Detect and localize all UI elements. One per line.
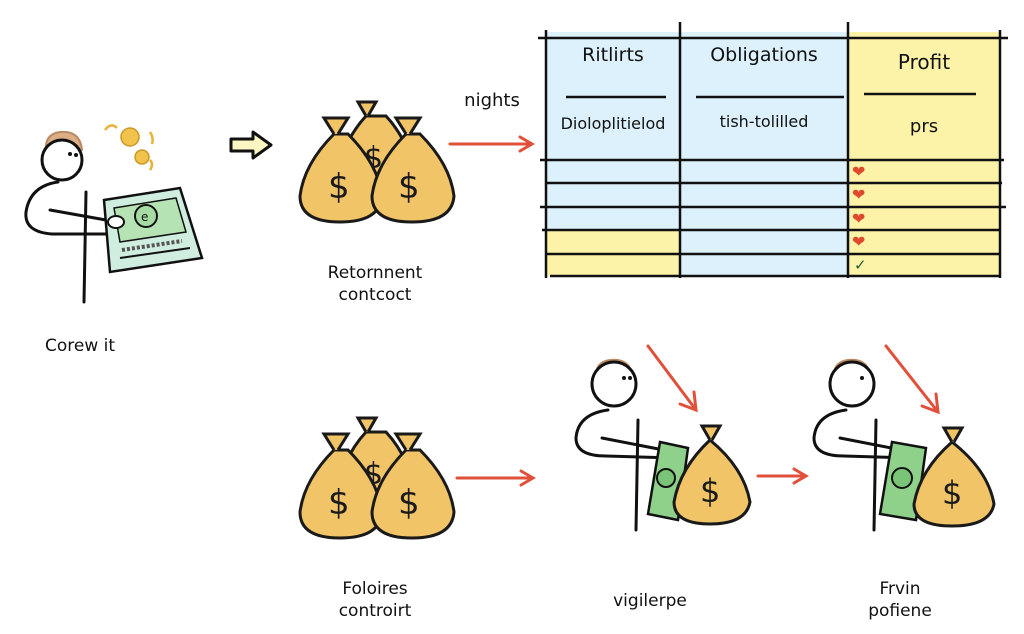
column-header-rights: Ritlirts	[582, 44, 644, 66]
step-label-retornnent: Retornnent contcoct	[300, 262, 450, 306]
money-bag-icon: $	[370, 116, 456, 224]
label-line: Frvin	[879, 579, 921, 599]
outline-arrow-icon	[229, 130, 273, 160]
person-with-cash-and-bag-2: $	[812, 344, 996, 532]
coins-icon	[104, 124, 154, 171]
person-icon	[812, 358, 914, 532]
svg-text:$: $	[942, 474, 962, 512]
column-header-obligations: Obligations	[710, 44, 818, 66]
step-label-foloires: Foloires controirt	[300, 578, 450, 622]
person-holding-banknote-illustration: e	[24, 124, 204, 304]
svg-text:$: $	[700, 472, 720, 510]
person-with-cash-and-bag-1: $	[574, 344, 752, 532]
money-bags-top: $ $ $	[298, 100, 456, 224]
red-arrow-icon	[448, 135, 535, 153]
label-line: pofiene	[868, 601, 932, 621]
money-bag-icon: $	[370, 432, 456, 540]
column-subheader-rights: Dioloplitielod	[560, 114, 666, 133]
step-label-frvin: Frvin pofiene	[840, 578, 960, 622]
red-diagonal-arrow-icon	[646, 344, 698, 413]
svg-text:$: $	[328, 167, 350, 207]
down-arrow-mark-icon: ❤	[852, 162, 866, 181]
svg-text:$: $	[398, 167, 420, 207]
label-line: Retornnent	[327, 263, 423, 283]
step-label-corew-it: Corew it	[44, 336, 116, 356]
svg-text:$: $	[398, 483, 420, 523]
label-line: Foloires	[342, 579, 408, 599]
column-subheader-profit: prs	[909, 116, 939, 137]
svg-text:e: e	[141, 210, 148, 224]
column-header-profit: Profit	[897, 50, 951, 74]
table-grid	[538, 22, 1008, 278]
svg-text:$: $	[328, 483, 350, 523]
check-mark-icon: ✓	[854, 256, 867, 274]
label-line: contcoct	[338, 285, 412, 305]
money-bags-bottom: $ $ $	[298, 416, 456, 540]
person-icon	[24, 130, 118, 304]
money-bag-icon: $	[912, 426, 996, 528]
banknote-icon: e	[102, 186, 204, 274]
rights-obligations-profit-table: Ritlirts Obligations Profit Dioloplitiel…	[538, 22, 1008, 278]
label-line: controirt	[338, 601, 412, 621]
red-arrow-icon	[455, 469, 536, 487]
down-arrow-mark-icon: ❤	[852, 232, 866, 251]
money-bag-icon: $	[298, 116, 384, 224]
down-arrow-mark-icon: ❤	[852, 209, 866, 228]
money-bag-icon: $	[298, 432, 384, 540]
money-bag-icon: $	[672, 424, 752, 526]
column-subheader-obligations: tish-tolilled	[719, 112, 809, 131]
down-arrow-mark-icon: ❤	[852, 185, 866, 204]
step-label-vigilerpe: vigilerpe	[613, 591, 687, 611]
red-diagonal-arrow-icon	[884, 344, 940, 415]
arrow-label-nights: nights	[464, 90, 520, 111]
red-arrow-icon	[756, 467, 809, 485]
